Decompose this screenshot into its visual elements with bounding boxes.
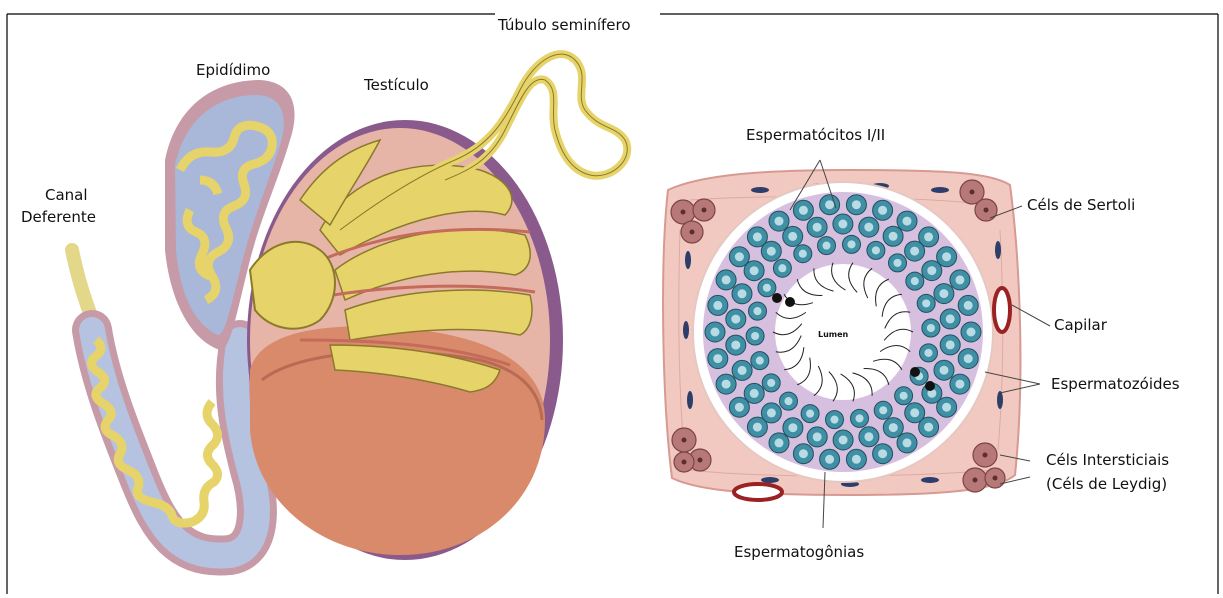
germ-cell-nucleus bbox=[830, 416, 838, 424]
germ-cell-nucleus bbox=[822, 242, 830, 250]
germ-cell-nucleus bbox=[735, 403, 744, 412]
testis-illustration bbox=[72, 54, 627, 560]
germ-cell-nucleus bbox=[738, 366, 747, 375]
germ-cell-nucleus bbox=[767, 247, 776, 256]
germ-cell-nucleus bbox=[813, 432, 822, 441]
germ-cell-nucleus bbox=[753, 307, 761, 315]
germ-cell-nucleus bbox=[738, 289, 747, 298]
germ-cell-nucleus bbox=[788, 423, 797, 432]
germ-cell-nucleus bbox=[946, 314, 955, 323]
sperm-head bbox=[925, 381, 935, 391]
sperm-head bbox=[910, 367, 920, 377]
germ-cell-nucleus bbox=[711, 328, 720, 337]
label-deferente: Deferente bbox=[21, 206, 96, 228]
label-espermatocitos: Espermatócitos I/II bbox=[746, 124, 885, 146]
germ-cell-nucleus bbox=[942, 252, 951, 261]
germ-cell-nucleus bbox=[731, 341, 740, 350]
germ-cell-nucleus bbox=[838, 220, 847, 229]
germ-cell-nucleus bbox=[955, 275, 964, 284]
capillary bbox=[994, 288, 1010, 332]
germ-cell-nucleus bbox=[839, 436, 848, 445]
germ-cell-nucleus bbox=[799, 250, 807, 258]
germ-cell-nucleus bbox=[775, 217, 784, 226]
rete-testis bbox=[250, 242, 335, 329]
label-capilar: Capilar bbox=[1054, 314, 1107, 336]
germ-cell-nucleus bbox=[942, 403, 951, 412]
germ-cell-nucleus bbox=[910, 247, 919, 256]
germ-cell-nucleus bbox=[825, 455, 834, 464]
germ-cell-nucleus bbox=[924, 349, 932, 357]
germ-cell-nucleus bbox=[955, 380, 964, 389]
germ-cell-nucleus bbox=[964, 354, 973, 363]
sperm-head bbox=[785, 297, 795, 307]
germ-cell-nucleus bbox=[731, 315, 740, 324]
germ-cell-nucleus bbox=[924, 232, 933, 241]
germ-cell-nucleus bbox=[889, 423, 898, 432]
germ-cell-nucleus bbox=[910, 408, 919, 417]
label-tubulo-seminifero: Túbulo seminífero bbox=[498, 14, 631, 36]
germ-cell-nucleus bbox=[750, 266, 759, 275]
germ-cell-nucleus bbox=[799, 206, 808, 215]
label-canal: Canal bbox=[45, 184, 88, 206]
germ-cell-nucleus bbox=[722, 380, 731, 389]
germ-cell-nucleus bbox=[927, 324, 935, 332]
germ-cell-nucleus bbox=[753, 232, 762, 241]
germ-cell-nucleus bbox=[775, 438, 784, 447]
germ-cell-nucleus bbox=[939, 289, 948, 298]
germ-cell-nucleus bbox=[964, 301, 973, 310]
germ-cell-nucleus bbox=[750, 389, 759, 398]
germ-cell-nucleus bbox=[713, 301, 722, 310]
germ-cell-nucleus bbox=[924, 423, 933, 432]
germ-cell-nucleus bbox=[878, 206, 887, 215]
germ-cell-nucleus bbox=[864, 223, 873, 232]
germ-cell-nucleus bbox=[756, 357, 764, 365]
germ-cell-nucleus bbox=[903, 438, 912, 447]
label-sertoli: Céls de Sertoli bbox=[1027, 194, 1135, 216]
label-cels-intersticiais: Céls Intersticiais bbox=[1046, 449, 1169, 471]
germ-cell-nucleus bbox=[763, 284, 771, 292]
germ-cell-nucleus bbox=[813, 223, 822, 232]
germ-cell-nucleus bbox=[852, 455, 861, 464]
germ-cell-nucleus bbox=[922, 299, 930, 307]
germ-cell-nucleus bbox=[788, 232, 797, 241]
germ-cell-nucleus bbox=[889, 232, 898, 241]
label-epididimo: Epidídimo bbox=[196, 59, 270, 81]
germ-cell-nucleus bbox=[903, 217, 912, 226]
germ-cell-nucleus bbox=[806, 410, 814, 418]
germ-cell-nucleus bbox=[722, 275, 731, 284]
germ-cell-nucleus bbox=[852, 200, 861, 209]
germ-cell-nucleus bbox=[753, 423, 762, 432]
germ-cell-nucleus bbox=[735, 252, 744, 261]
germ-cell-nucleus bbox=[847, 240, 855, 248]
germ-cell-nucleus bbox=[872, 246, 880, 254]
germ-cell-nucleus bbox=[946, 340, 955, 349]
germ-cell-nucleus bbox=[855, 414, 863, 422]
germ-cell-nucleus bbox=[911, 277, 919, 285]
germ-cell-nucleus bbox=[799, 449, 808, 458]
label-lumen: Lumen bbox=[818, 330, 848, 340]
germ-cell-nucleus bbox=[784, 397, 792, 405]
germ-cell-nucleus bbox=[825, 200, 834, 209]
germ-cell-nucleus bbox=[713, 354, 722, 363]
germ-cell-nucleus bbox=[778, 264, 786, 272]
germ-cell-nucleus bbox=[893, 259, 901, 267]
germ-cell-nucleus bbox=[767, 408, 776, 417]
germ-cell-nucleus bbox=[864, 432, 873, 441]
germ-cell-nucleus bbox=[767, 379, 775, 387]
germ-cell-nucleus bbox=[967, 328, 976, 337]
label-espermatozoides: Espermatozóides bbox=[1051, 373, 1180, 395]
sperm-head bbox=[772, 293, 782, 303]
germ-cell-nucleus bbox=[940, 366, 949, 375]
germ-cell-nucleus bbox=[927, 266, 936, 275]
germ-cell-nucleus bbox=[751, 332, 759, 340]
germ-cell-nucleus bbox=[900, 392, 908, 400]
germ-cell-nucleus bbox=[878, 449, 887, 458]
label-espermatogonias: Espermatogônias bbox=[734, 541, 864, 563]
label-cels-de-leydig: (Céls de Leydig) bbox=[1046, 473, 1167, 495]
germ-cell-nucleus bbox=[879, 406, 887, 414]
label-testiculo: Testículo bbox=[364, 74, 429, 96]
capillary-lower bbox=[734, 484, 782, 500]
